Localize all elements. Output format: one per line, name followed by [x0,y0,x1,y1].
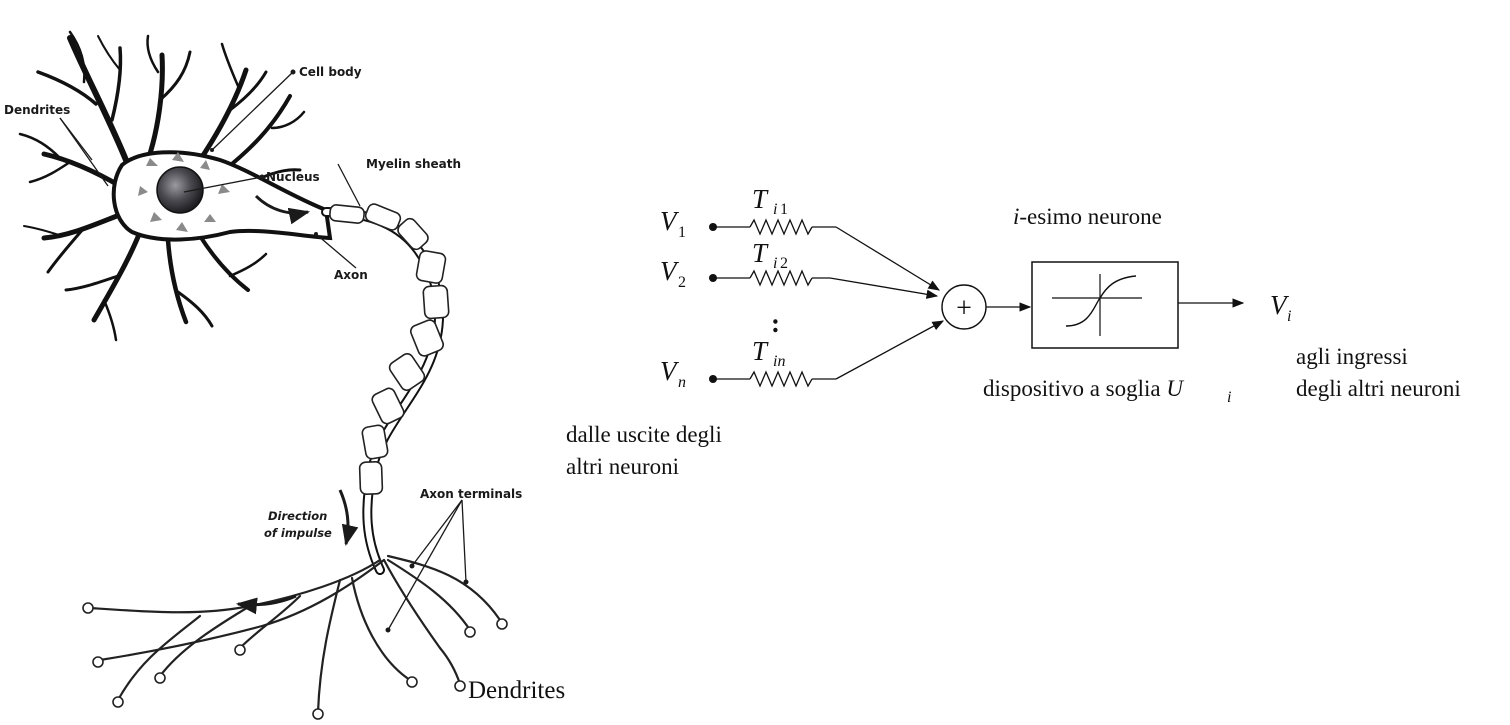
neuron-illustration: Cell body Dendrites Nucleus Myelin sheat… [4,30,565,720]
weight-2-sub-i: i [773,255,777,272]
threshold-device [1031,261,1179,349]
weight-n-sub-i: in [773,353,785,370]
sum-symbol: + [956,293,972,324]
impulse-arrow-middle [338,489,359,547]
axon-label: Axon [334,268,368,282]
myelin-sheath-segments [329,203,450,495]
output-caption-1: agli ingressi [1296,344,1408,369]
input-n-var: V [660,356,680,386]
summing-junction: + [941,284,987,330]
neuron-title: i-esimo neurone [1013,204,1162,229]
label-pointers [59,71,467,631]
neuron-model-schematic: V 1 T i 1 V 2 T i 2 : V n [566,184,1461,479]
weight-1-sub-n: 1 [780,201,788,218]
direction-label-line1: Direction [268,509,327,523]
impulse-arrow-top [254,194,311,225]
output-var: V [1270,290,1290,320]
input-1-var: V [660,206,680,236]
cell-body-shape [111,150,333,242]
output-caption-2: degli altri neuroni [1296,376,1461,401]
dendrites-label: Dendrites [4,103,70,117]
threshold-label: dispositivo a soglia U [983,376,1184,401]
axon-terminal-branches [88,554,502,714]
input-2-sub: 2 [678,274,686,291]
nucleus-label: Nucleus [266,170,320,184]
input-2-var: V [660,256,680,286]
impulse-arrow-bottom [235,594,297,615]
weight-2-sub-n: 2 [780,255,788,272]
direction-label-line2: of impulse [264,526,332,540]
threshold-sub: i [1227,389,1231,406]
input-1-sub: 1 [678,224,686,241]
axon-terminal-knobs [82,602,508,720]
input-n-sub: n [678,374,686,391]
weight-1-sub-i: i [773,201,777,218]
input-caption-1: dalle uscite degli [566,422,722,447]
ellipsis: : [771,308,780,338]
myelin-sheath-label: Myelin sheath [366,157,461,171]
input-2: V 2 T i 2 [660,238,939,299]
cell-body-label: Cell body [299,65,362,79]
output-sub: i [1287,308,1291,325]
input-caption-2: altri neuroni [566,454,679,479]
input-1: V 1 T i 1 [660,184,940,291]
axon-terminals-label: Axon terminals [420,487,522,501]
weight-n-var: T [752,336,769,366]
soma-triangles [138,152,230,232]
bottom-dendrites-label: Dendrites [468,677,565,704]
input-n: V n T in [660,320,945,391]
nucleus-shape [156,166,204,214]
weight-2-var: T [752,238,769,268]
label-dots [210,69,469,633]
weight-1-var: T [752,184,769,214]
